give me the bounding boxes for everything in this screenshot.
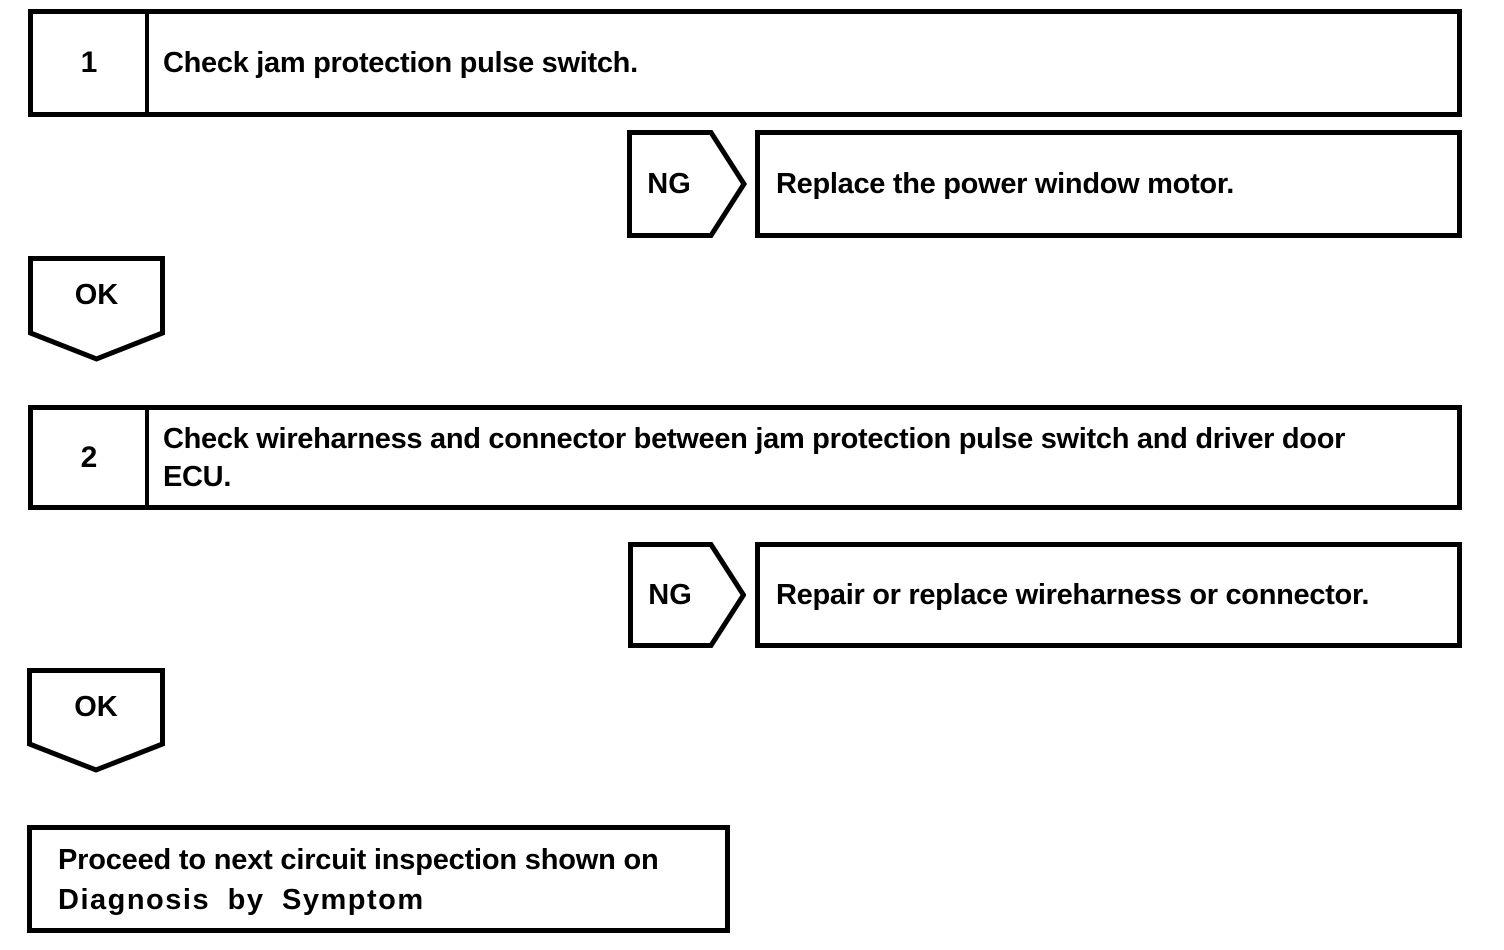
step-2-instruction-cell: Check wireharness and connector between … bbox=[149, 410, 1457, 505]
step-1-ng-arrow: NG bbox=[627, 130, 747, 238]
final-conclusion-box: Proceed to next circuit inspection shown… bbox=[27, 825, 730, 933]
step-2-ng-result-box: Repair or replace wireharness or connect… bbox=[755, 542, 1462, 648]
ok-down-arrow-icon bbox=[27, 668, 165, 773]
step-2-ng-result-text: Repair or replace wireharness or connect… bbox=[776, 578, 1370, 611]
step-2-ng-label: NG bbox=[648, 578, 692, 611]
ng-right-arrow-icon bbox=[627, 130, 747, 238]
step-2-instruction: Check wireharness and connector between … bbox=[163, 422, 1346, 493]
step-1-ng-result-text: Replace the power window motor. bbox=[776, 167, 1234, 200]
step-1-ng-label: NG bbox=[647, 167, 691, 200]
step-1-ok-label: OK bbox=[74, 278, 119, 311]
step-2-ng-arrow: NG bbox=[628, 542, 746, 648]
step-2-number: 2 bbox=[33, 410, 149, 505]
step-2-box: 2 Check wireharness and connector betwee… bbox=[28, 405, 1462, 510]
ok-down-arrow-icon bbox=[28, 256, 165, 362]
step-2-ok-label: OK bbox=[74, 690, 118, 723]
step-1-box: 1 Check jam protection pulse switch. bbox=[28, 9, 1462, 117]
ng-right-arrow-icon bbox=[628, 542, 746, 648]
final-conclusion-line1: Proceed to next circuit inspection shown… bbox=[58, 844, 659, 876]
step-2-ok-arrow: OK bbox=[27, 668, 165, 773]
step-1-instruction-cell: Check jam protection pulse switch. bbox=[149, 14, 1457, 112]
step-1-instruction: Check jam protection pulse switch. bbox=[163, 47, 638, 79]
step-1-ng-result-box: Replace the power window motor. bbox=[755, 130, 1462, 238]
step-1-number: 1 bbox=[33, 14, 149, 112]
final-conclusion-line2: Diagnosis by Symptom bbox=[58, 884, 425, 916]
step-1-ok-arrow: OK bbox=[28, 256, 165, 362]
